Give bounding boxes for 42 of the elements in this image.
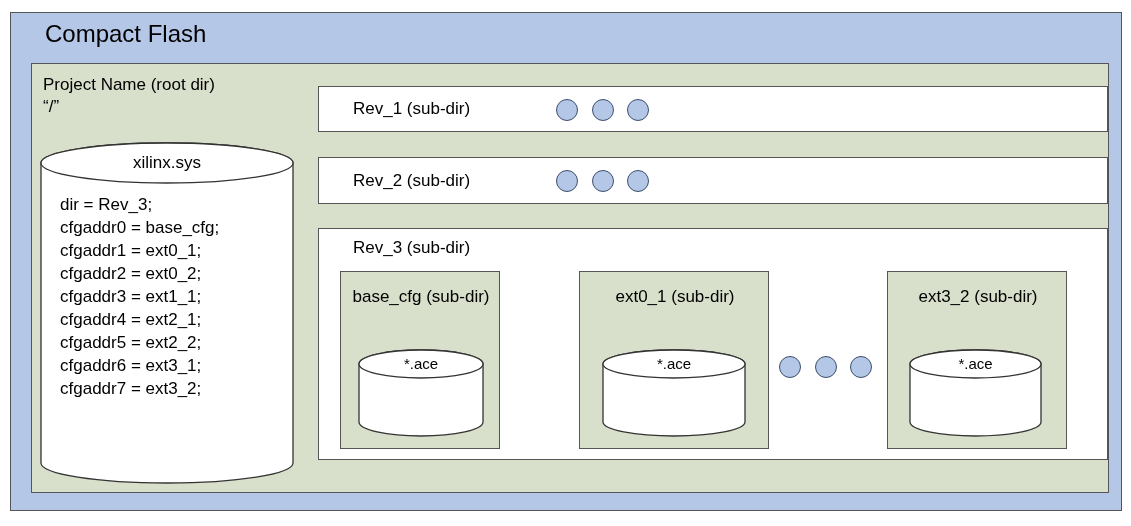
config-line: cfgaddr6 = ext3_1; — [60, 355, 203, 377]
file-name: *.ace — [655, 354, 693, 374]
folder-label: ext0_1 (sub-dir) — [614, 286, 736, 308]
ellipsis-dot — [556, 99, 578, 121]
folder-bar — [318, 86, 1108, 132]
file-cylinder — [40, 142, 294, 484]
ellipsis-dot — [592, 99, 614, 121]
ellipsis-dot — [627, 99, 649, 121]
folder-panel — [340, 271, 500, 449]
folder-label: Project Name (root dir) “/” — [43, 74, 216, 118]
ellipsis-dot — [592, 170, 614, 192]
config-line: cfgaddr3 = ext1_1; — [60, 286, 203, 308]
directory-panel — [31, 63, 1109, 493]
folder-panel — [318, 228, 1108, 460]
config-line: cfgaddr1 = ext0_1; — [60, 240, 203, 262]
file-name: xilinx.sys — [132, 153, 202, 173]
folder-label: Compact Flash — [45, 23, 207, 45]
ellipsis-dot — [815, 356, 837, 378]
config-line: cfgaddr0 = base_cfg; — [60, 217, 221, 239]
storage-panel — [10, 12, 1122, 511]
file-cylinder — [909, 349, 1042, 437]
folder-bar — [318, 157, 1108, 204]
ellipsis-dot — [627, 170, 649, 192]
config-line: cfgaddr4 = ext2_1; — [60, 309, 203, 331]
file-name: *.ace — [957, 354, 994, 374]
folder-label: base_cfg (sub-dir) — [351, 286, 491, 308]
folder-panel — [887, 271, 1067, 449]
ellipsis-dot — [850, 356, 872, 378]
config-line: cfgaddr2 = ext0_2; — [60, 263, 203, 285]
folder-label: Rev_1 (sub-dir) — [353, 98, 471, 120]
file-name: *.ace — [402, 354, 440, 374]
ellipsis-dot — [556, 170, 578, 192]
config-line: cfgaddr5 = ext2_2; — [60, 332, 203, 354]
folder-label: ext3_2 (sub-dir) — [917, 286, 1039, 308]
file-cylinder — [602, 349, 746, 437]
folder-label: Rev_3 (sub-dir) — [353, 237, 471, 259]
config-line: dir = Rev_3; — [60, 194, 154, 216]
file-cylinder — [358, 349, 484, 437]
ellipsis-dot — [779, 356, 801, 378]
folder-panel — [579, 271, 769, 449]
config-line: cfgaddr7 = ext3_2; — [60, 378, 203, 400]
folder-label: Rev_2 (sub-dir) — [353, 170, 471, 192]
